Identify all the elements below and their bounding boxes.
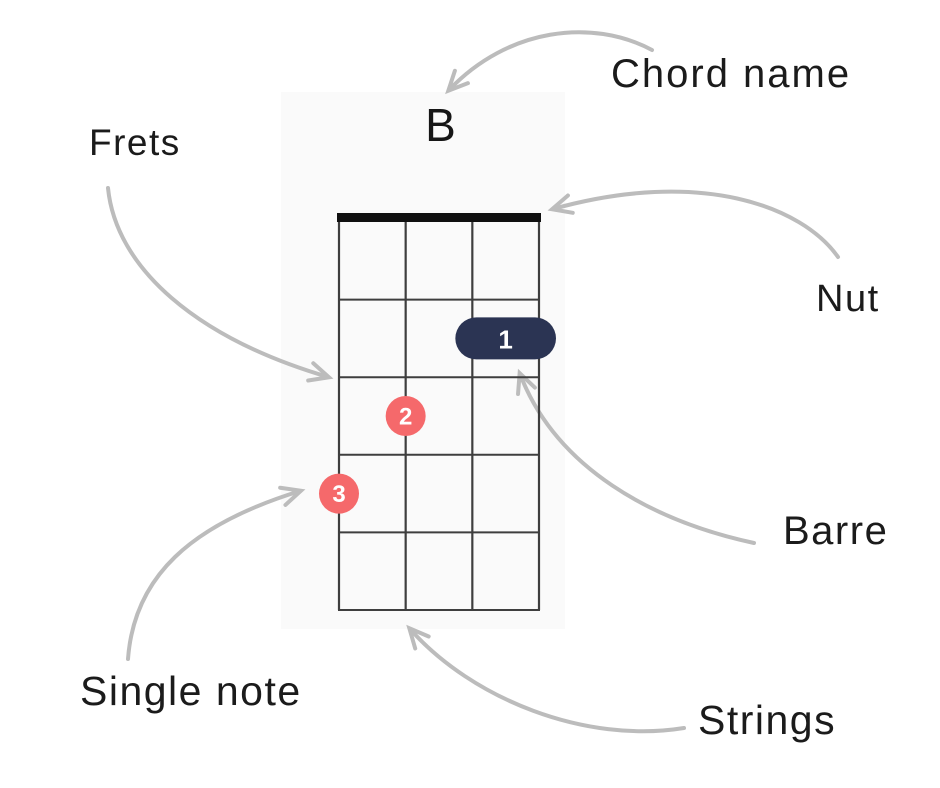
label-barre: Barre <box>783 509 889 553</box>
label-nut: Nut <box>816 278 880 320</box>
single-note-arrow <box>126 485 306 661</box>
chord-diagram-panel <box>281 92 565 629</box>
label-chord-name: Chord name <box>611 52 852 96</box>
strings-arrow <box>406 624 686 734</box>
chord-name-value: B <box>425 99 457 151</box>
label-strings: Strings <box>698 697 837 743</box>
label-frets: Frets <box>89 122 181 163</box>
nut-arrow <box>547 189 840 259</box>
label-single-note: Single note <box>80 668 302 714</box>
